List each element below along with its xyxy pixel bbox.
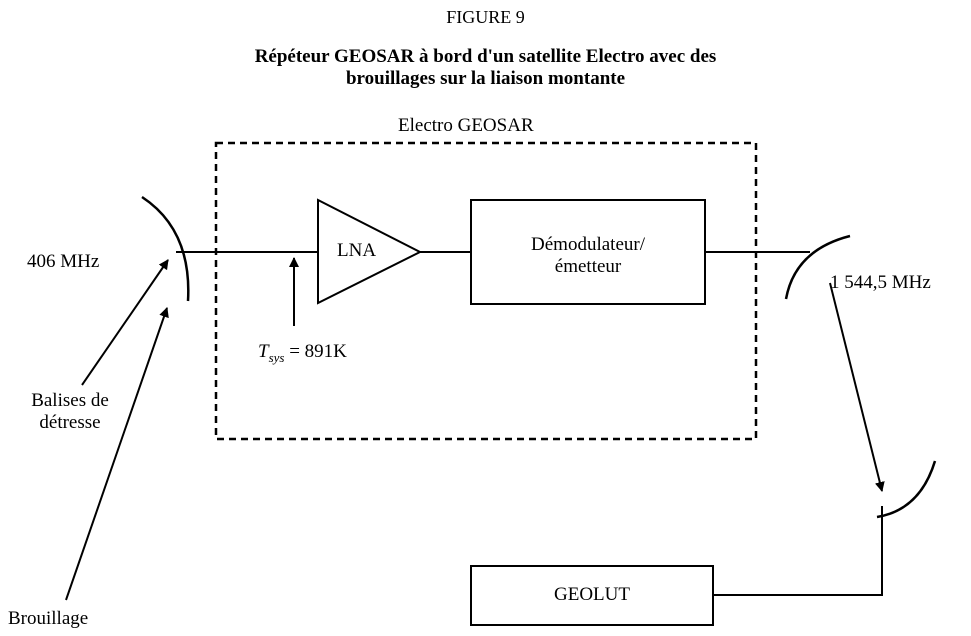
lna-amplifier [317,198,423,305]
tsys-subscript: sys [268,349,285,365]
geolut-box [470,565,714,626]
downlink-arrow [829,282,885,492]
payload-box-label: Electro GEOSAR [398,115,534,136]
interference-label: Brouillage [8,608,89,629]
payload-boundary-box [214,141,758,441]
tsys-label: Tsys = 891K [258,341,347,369]
figure-title: Répéteur GEOSAR à bord d'un satellite El… [0,46,971,90]
ground-station-dish [876,460,937,519]
uplink-antenna-dish [141,195,190,302]
beacons-label-line-2: détresse [39,412,101,433]
demodulator-label-line-2: émetteur [554,256,622,277]
downlink-antenna-dish [784,234,851,300]
beacons-label: Balises de détresse [18,390,122,434]
demodulator-label-line-1: Démodulateur/ [531,234,645,255]
lna-label: LNA [337,240,377,261]
figure-number: FIGURE 9 [446,7,525,27]
ground-feed-line [713,506,883,596]
tsys-symbol: T [258,341,269,362]
downlink-frequency-label: 1 544,5 MHz [830,272,931,293]
demodulator-label: Démodulateur/ émetteur [471,234,705,278]
tsys-value: = 891K [284,341,347,362]
beacons-arrow [81,259,169,386]
beacons-label-line-1: Balises de [31,390,109,411]
geolut-label: GEOLUT [554,584,630,605]
interference-arrow [65,307,169,601]
uplink-frequency-label: 406 MHz [27,251,100,272]
title-line-2: brouillages sur la liaison montante [345,68,626,89]
title-line-1: Répéteur GEOSAR à bord d'un satellite El… [254,46,717,67]
